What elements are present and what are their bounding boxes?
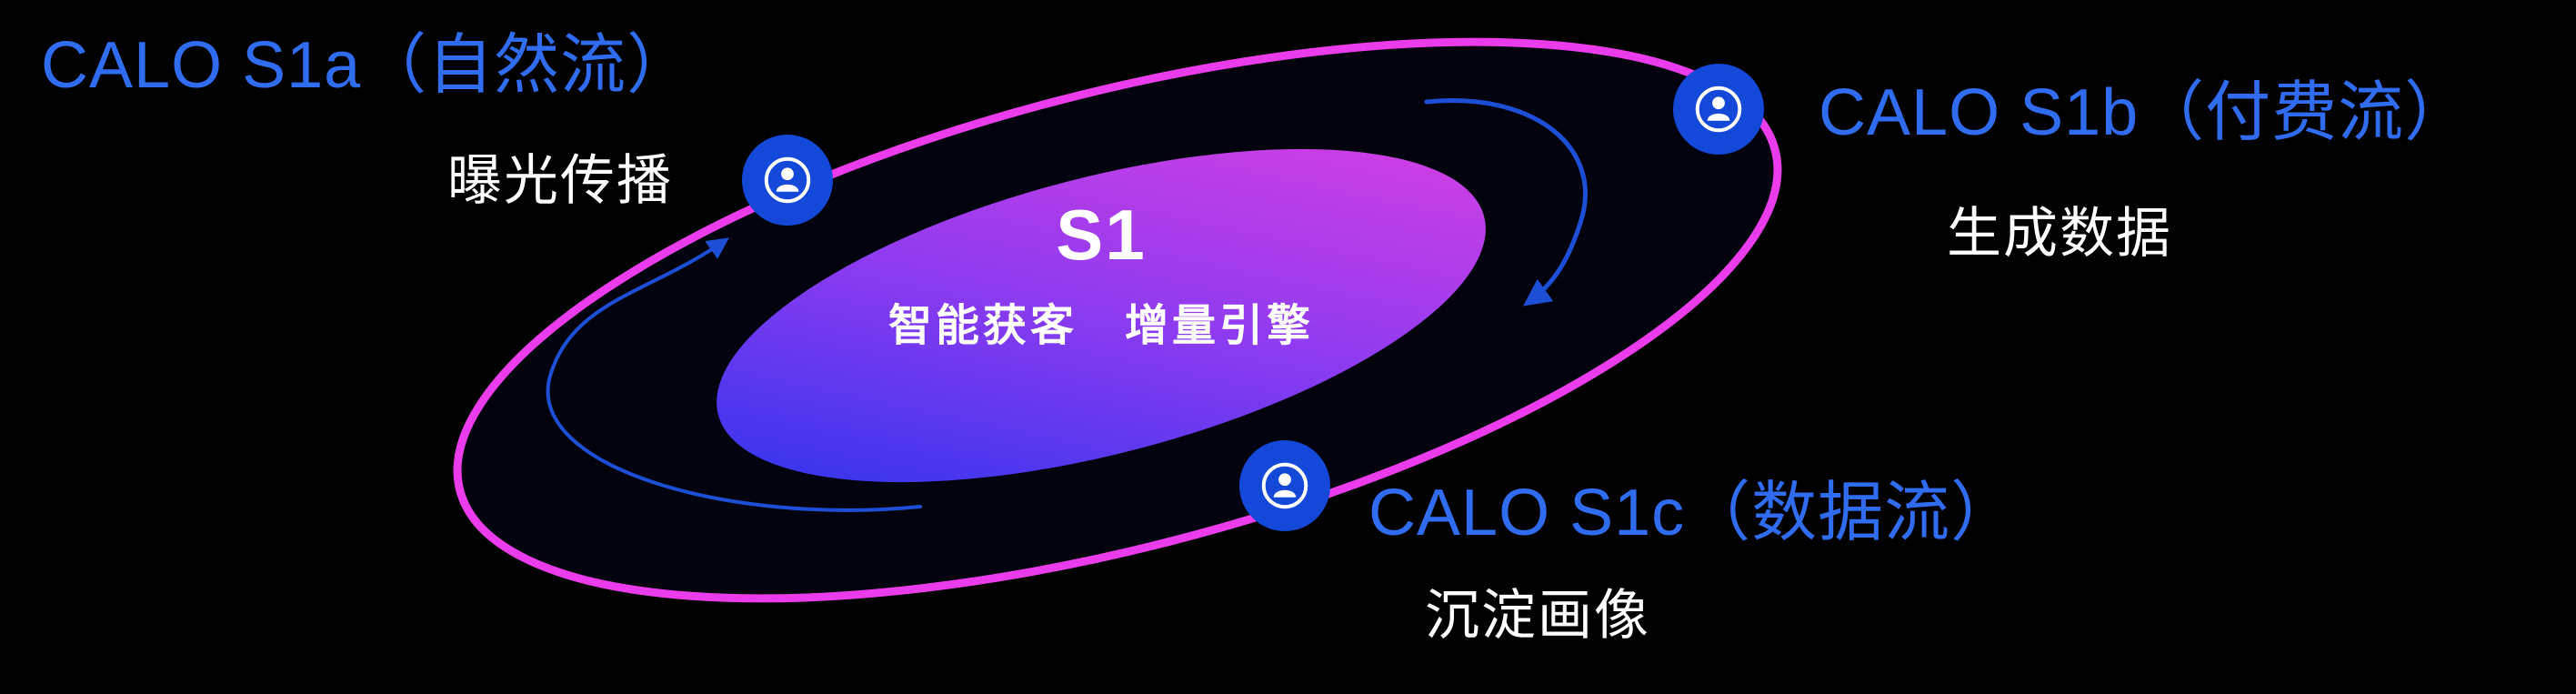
- center-title: S1: [1056, 195, 1147, 275]
- center-subtitle: 智能获客 增量引擎: [887, 302, 1314, 350]
- node-sublabel-s1b: 生成数据: [1947, 203, 2172, 264]
- flow-arrow-right: [1424, 98, 1588, 307]
- user-icon: [764, 156, 811, 204]
- user-badge-s1c: [1239, 440, 1330, 531]
- flow-arrow-left: [546, 237, 922, 512]
- node-label-s1c: CALO S1c（数据流）: [1368, 477, 2018, 549]
- node-label-s1a: CALO S1a（自然流）: [41, 29, 694, 102]
- node-sublabel-s1a: 曝光传播: [447, 150, 673, 211]
- orbit-ring: [453, 37, 1782, 603]
- user-badge-s1a: [742, 135, 833, 226]
- user-icon: [1695, 85, 1742, 133]
- node-label-s1b: CALO S1b（付费流）: [1819, 76, 2471, 149]
- center-node: S1 智能获客 增量引擎: [783, 194, 1419, 353]
- node-sublabel-s1c: 沉淀画像: [1425, 585, 1650, 646]
- user-badge-s1b: [1673, 64, 1764, 155]
- user-icon: [1261, 462, 1308, 509]
- center-ellipse: [717, 148, 1486, 483]
